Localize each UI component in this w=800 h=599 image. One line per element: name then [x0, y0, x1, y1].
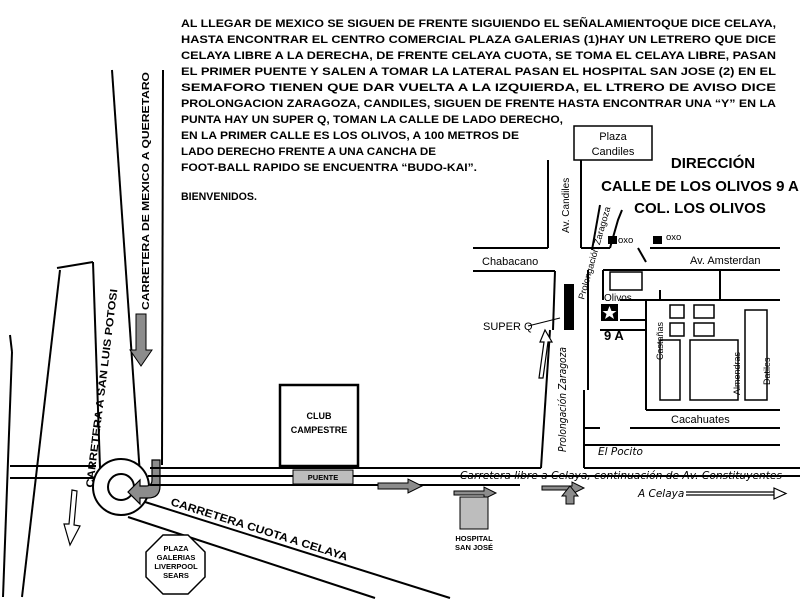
- hospital-san-jose: HOSPITAL SAN JOSÉ: [455, 496, 493, 552]
- welcome-text: BIENVENIDOS.: [181, 191, 257, 203]
- puente: PUENTE: [292, 469, 354, 485]
- u-turn-arrow-icon: [127, 459, 161, 506]
- plaza-candiles-label: Plaza: [599, 131, 627, 143]
- a-celaya-label: A Celaya: [637, 488, 684, 500]
- san-luis-potosi-highway: [2, 261, 101, 598]
- instruction-line: EN LA PRIMER CALLE ES LOS OLIVOS, A 100 …: [181, 130, 519, 142]
- club-campestre-label: CAMPESTRE: [291, 425, 348, 435]
- carretera-libre-celaya: [10, 465, 800, 486]
- destination-number: 9 A: [604, 328, 624, 343]
- plaza-galerias-label: SEARS: [163, 571, 189, 580]
- plaza-candiles-label: Candiles: [592, 146, 635, 158]
- mexico-queretaro-label: CARRETERA DE MEXICO A QUERETARO: [140, 72, 152, 310]
- mexico-queretaro-highway: [111, 69, 164, 476]
- instruction-line: LADO DERECHO FRENTE A UNA CANCHA DE: [181, 146, 436, 158]
- instruction-line: EL PRIMER PUENTE Y SALEN A TOMAR LA LATE…: [181, 66, 777, 78]
- plaza-galerias-label: GALERIAS: [157, 553, 196, 562]
- address-block: DIRECCIÓN CALLE DE LOS OLIVOS 9 A COL. L…: [601, 154, 799, 217]
- address-colony: COL. LOS OLIVOS: [634, 200, 766, 217]
- arrow-icon: [560, 485, 580, 505]
- arrow-icon: [541, 481, 586, 495]
- almendras-label: Almendras: [732, 351, 742, 395]
- super-q-pointer: [527, 317, 561, 327]
- libre-celaya-label: Carretera libre a Celaya, continuación d…: [460, 470, 783, 482]
- castanas-label: Castañas: [655, 321, 665, 360]
- oxxo-label: oxo: [618, 235, 633, 246]
- plaza-candiles: Plaza Candiles: [573, 125, 653, 161]
- arrow-icon: [453, 486, 498, 500]
- plaza-galerias-label: LIVERPOOL: [154, 562, 198, 571]
- instruction-line: HASTA ENCONTRAR EL CENTRO COMERCIAL PLAZ…: [181, 34, 776, 46]
- instruction-line: AL LLEGAR DE MEXICO SE SIGUEN DE FRENTE …: [181, 17, 776, 30]
- instruction-line: PUNTA HAY UN SUPER Q, TOMAN LA CALLE DE …: [181, 114, 563, 126]
- instruction-line: FOOT-BALL RAPIDO SE ENCUENTRA “BUDO-KAI”…: [181, 162, 477, 174]
- address-heading: DIRECCIÓN: [671, 154, 755, 172]
- hospital-label: HOSPITAL: [455, 534, 493, 543]
- star-icon: [602, 306, 617, 319]
- destination-marker: 9 A: [601, 304, 624, 343]
- arrow-icon: [377, 478, 424, 494]
- cacahuates-label: Cacahuates: [671, 414, 730, 426]
- street-grid: [473, 160, 780, 446]
- club-campestre: CLUB CAMPESTRE: [278, 383, 360, 468]
- av-candiles-label: Av. Candiles: [561, 178, 572, 233]
- oxxo-marker: [653, 236, 662, 244]
- instruction-line: PROLONGACION ZARAGOZA, CANDILES, SIGUEN …: [181, 98, 776, 110]
- instructions: AL LLEGAR DE MEXICO SE SIGUEN DE FRENTE …: [181, 17, 777, 203]
- san-luis-potosi-label: CARRETERA A SAN LUIS POTOSI: [84, 288, 120, 488]
- oxxo-marker: [608, 236, 617, 244]
- city-blocks: [609, 271, 768, 401]
- datiles-label: Datiles: [762, 357, 772, 385]
- arrow-icon: [773, 487, 788, 500]
- super-q-building: [564, 284, 574, 330]
- el-pocito-label: El Pocito: [598, 446, 643, 458]
- arrow-icon: [129, 313, 153, 367]
- carretera-cuota-celaya: [127, 501, 451, 599]
- club-campestre-label: CLUB: [307, 411, 332, 421]
- instruction-line: SEMAFORO TIENEN QUE DAR VUELTA A LA IZQU…: [181, 82, 776, 94]
- instruction-line: CELAYA LIBRE A LA DERECHA, DE FRENTE CEL…: [181, 50, 776, 62]
- plaza-galerias: PLAZA GALERIAS LIVERPOOL SEARS: [145, 534, 206, 595]
- arrow-icon: [63, 489, 81, 547]
- chabacano-label: Chabacano: [482, 256, 538, 268]
- arrow-icon: [538, 328, 554, 379]
- super-q-label: SUPER Q: [483, 321, 533, 333]
- prolongacion-zaragoza-bottom-label: Prolongación Zaragoza: [557, 347, 569, 452]
- address-street: CALLE DE LOS OLIVOS 9 A: [601, 178, 799, 195]
- hospital-label: SAN JOSÉ: [455, 543, 493, 552]
- plaza-galerias-label: PLAZA: [164, 544, 190, 553]
- puente-label: PUENTE: [308, 473, 338, 482]
- av-amsterdan-label: Av. Amsterdan: [690, 255, 761, 267]
- olivos-label: Olivos: [604, 293, 632, 304]
- oxxo-label: oxo: [666, 232, 681, 243]
